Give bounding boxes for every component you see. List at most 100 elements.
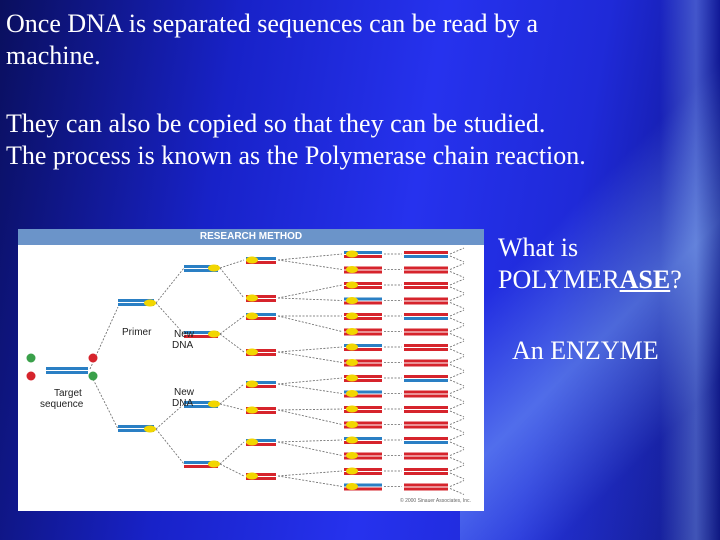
primer-4-10 bbox=[346, 405, 358, 413]
primer-4-1 bbox=[346, 266, 358, 273]
gen4-7-bottom-strand bbox=[344, 363, 382, 367]
gen4-13-bottom-strand bbox=[344, 456, 382, 460]
gen2-3-bottom-strand bbox=[184, 465, 218, 468]
gen5-3-top-strand bbox=[404, 297, 448, 301]
new-dna-label-bottom-1: New bbox=[174, 387, 195, 398]
text-line-2: machine. bbox=[6, 41, 101, 70]
gen5-14-top-strand bbox=[404, 468, 448, 471]
gen4-8-bottom-strand bbox=[344, 379, 382, 382]
gen4-12-top-strand bbox=[344, 437, 382, 440]
branch-line bbox=[277, 441, 343, 456]
gen5-0-top-strand bbox=[404, 251, 448, 254]
primer-1b bbox=[144, 425, 156, 433]
gen4-12-bottom-strand bbox=[344, 441, 382, 444]
branch-line bbox=[449, 247, 465, 255]
gen4-4-bottom-strand bbox=[344, 317, 382, 320]
gen3-5-top-strand bbox=[246, 407, 276, 410]
end-marker bbox=[26, 371, 36, 381]
gen4-0-top-strand bbox=[344, 251, 382, 254]
question-word: POLYMERASE? bbox=[498, 264, 682, 296]
end-marker bbox=[26, 353, 36, 363]
primer-4-0 bbox=[346, 250, 358, 258]
branch-line bbox=[277, 284, 343, 299]
gen3-6-bottom-strand bbox=[246, 443, 276, 446]
gen3-6-top-strand bbox=[246, 439, 276, 442]
branch-line bbox=[155, 428, 185, 465]
gen5-11-top-strand bbox=[404, 421, 448, 425]
primer-4-9 bbox=[346, 390, 358, 397]
primer-4-8 bbox=[346, 374, 358, 382]
primer-3-6 bbox=[246, 438, 258, 446]
target-dna-top-strand bbox=[46, 367, 88, 370]
gen4-4-top-strand bbox=[344, 313, 382, 316]
branch-line bbox=[449, 472, 465, 480]
gen5-12-top-strand bbox=[404, 437, 448, 440]
primer-3-1 bbox=[246, 294, 258, 302]
branch-line bbox=[155, 403, 185, 430]
branch-line bbox=[449, 364, 465, 371]
branch-line bbox=[449, 402, 465, 410]
new-dna-label-top-2: DNA bbox=[172, 340, 193, 351]
primer-3-7 bbox=[246, 472, 258, 480]
gen4-5-top-strand bbox=[344, 328, 382, 332]
gen5-2-top-strand bbox=[404, 282, 448, 285]
gen5-0-bottom-strand bbox=[404, 255, 448, 258]
branch-line bbox=[449, 379, 465, 387]
end-marker bbox=[88, 353, 98, 363]
gen5-3-bottom-strand bbox=[404, 301, 448, 305]
gen3-3-top-strand bbox=[246, 349, 276, 352]
gen4-2-top-strand bbox=[344, 282, 382, 285]
gen4-10-top-strand bbox=[344, 406, 382, 409]
primer-4-14 bbox=[346, 467, 358, 475]
primer-2-2 bbox=[208, 400, 220, 408]
target-dna-bottom-strand bbox=[46, 371, 88, 374]
branch-line bbox=[277, 253, 343, 261]
gen5-1-bottom-strand bbox=[404, 270, 448, 274]
primer-4-12 bbox=[346, 436, 358, 444]
branch-line bbox=[277, 346, 343, 353]
gen1-a-top-strand bbox=[118, 299, 154, 302]
gen4-15-bottom-strand bbox=[344, 487, 382, 491]
gen4-1-bottom-strand bbox=[344, 270, 382, 274]
branch-line bbox=[449, 426, 465, 433]
gen4-6-bottom-strand bbox=[344, 348, 382, 351]
gen5-10-top-strand bbox=[404, 406, 448, 409]
primer-4-6 bbox=[346, 343, 358, 351]
new-dna-label-bottom-2: DNA bbox=[172, 398, 193, 409]
branch-line bbox=[219, 259, 245, 269]
gen5-15-top-strand bbox=[404, 483, 448, 487]
gen5-7-top-strand bbox=[404, 359, 448, 363]
branch-line bbox=[449, 480, 465, 487]
gen3-0-bottom-strand bbox=[246, 261, 276, 264]
gen4-11-top-strand bbox=[344, 421, 382, 425]
branch-line bbox=[277, 409, 343, 425]
gen5-2-bottom-strand bbox=[404, 286, 448, 289]
branch-line bbox=[449, 286, 465, 294]
primer-4-11 bbox=[346, 421, 358, 428]
gen5-4-bottom-strand bbox=[404, 317, 448, 320]
branch-line bbox=[277, 383, 343, 394]
gen3-1-top-strand bbox=[246, 295, 276, 298]
gen2-1-top-strand bbox=[184, 331, 218, 334]
gen3-7-bottom-strand bbox=[246, 477, 276, 480]
gen4-2-bottom-strand bbox=[344, 286, 382, 289]
gen3-0-top-strand bbox=[246, 257, 276, 260]
branch-line bbox=[277, 297, 343, 301]
gen4-15-top-strand bbox=[344, 483, 382, 487]
gen4-11-bottom-strand bbox=[344, 425, 382, 429]
branch-line bbox=[449, 387, 465, 394]
gen5-14-bottom-strand bbox=[404, 472, 448, 475]
branch-line bbox=[277, 259, 343, 270]
branch-line bbox=[449, 309, 465, 317]
new-dna-label-top-1: New bbox=[174, 329, 195, 340]
question-word-ase: ASE bbox=[619, 265, 671, 294]
gen5-6-bottom-strand bbox=[404, 348, 448, 351]
branch-line bbox=[219, 383, 245, 405]
gen1-a-bottom-strand bbox=[118, 303, 154, 306]
gen5-8-bottom-strand bbox=[404, 379, 448, 382]
gen4-5-bottom-strand bbox=[344, 332, 382, 336]
branch-line bbox=[449, 317, 465, 325]
branch-line bbox=[449, 302, 465, 309]
gen1-b-top-strand bbox=[118, 425, 154, 428]
primer-4-15 bbox=[346, 483, 358, 490]
